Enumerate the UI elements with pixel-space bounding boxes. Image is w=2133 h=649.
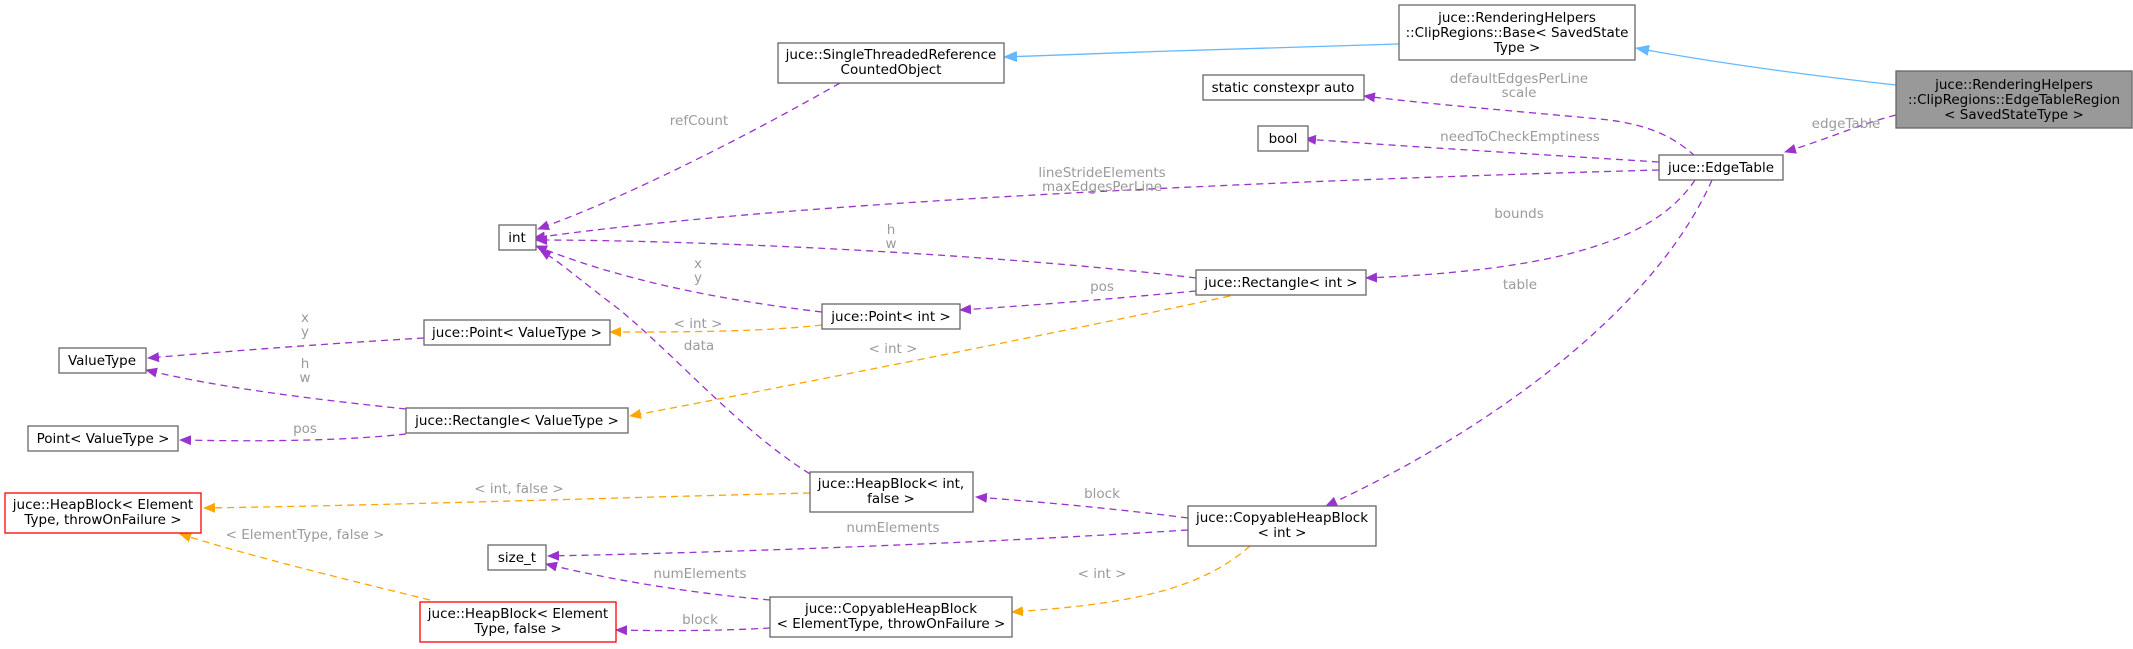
node-point-valuetype[interactable]: juce::Point< ValueType > (423, 319, 611, 346)
node-copyableheapblock-int[interactable]: juce::CopyableHeapBlock< int > (1187, 505, 1377, 547)
node-clipregions-base[interactable]: juce::RenderingHelpers::ClipRegions::Bas… (1398, 4, 1636, 61)
svg-text:static constexpr auto: static constexpr auto (1212, 80, 1355, 96)
node-point-valuetype-plain[interactable]: Point< ValueType > (27, 425, 179, 452)
edge-hw-valuetype (145, 367, 407, 410)
edge-xy-int (535, 245, 823, 313)
node-bool[interactable]: bool (1257, 125, 1309, 152)
svg-text:juce::Rectangle< ValueType >: juce::Rectangle< ValueType > (414, 413, 619, 429)
node-point-int[interactable]: juce::Point< int > (821, 303, 961, 330)
edge-bounds (1365, 179, 1696, 283)
svg-text:bool: bool (1269, 131, 1298, 147)
label-edgetable: edgeTable (1812, 116, 1881, 132)
label-numelements-copyable: numElements (846, 520, 939, 536)
label-pos-rect: pos (1090, 279, 1114, 295)
edge-int-false (203, 492, 811, 513)
svg-text:juce::HeapBlock< int,false >: juce::HeapBlock< int,false > (817, 476, 964, 507)
label-block-copyable: block (1084, 486, 1120, 502)
edge-block-copyable (975, 492, 1189, 519)
node-copyableheapblock-elementtype[interactable]: juce::CopyableHeapBlock< ElementType, th… (769, 596, 1013, 638)
label-int-copyable: < int > (1078, 566, 1127, 582)
edge-data (539, 249, 811, 475)
svg-text:int: int (508, 230, 526, 246)
label-pos-valuetype: pos (293, 421, 317, 437)
label-int-point: < int > (674, 316, 723, 332)
edge-hw-int (535, 235, 1197, 279)
edge-elementtype-false (179, 532, 431, 601)
edge-numelements-element (545, 561, 771, 601)
label-int-rect: < int > (869, 341, 918, 357)
node-int[interactable]: int (498, 224, 537, 251)
svg-text:juce::HeapBlock< ElementType,: juce::HeapBlock< ElementType, throwOnFai… (12, 497, 193, 528)
edge-needtocheck (1304, 134, 1660, 163)
label-table: table (1503, 277, 1537, 293)
node-valuetype[interactable]: ValueType (58, 347, 147, 374)
edge-defaultedges (1363, 92, 1696, 157)
node-rectangle-int[interactable]: juce::Rectangle< int > (1195, 269, 1367, 296)
svg-text:juce::RenderingHelpers::ClipRe: juce::RenderingHelpers::ClipRegions::Bas… (1406, 10, 1629, 56)
svg-text:juce::CopyableHeapBlock< int >: juce::CopyableHeapBlock< int > (1195, 510, 1368, 541)
label-numelements-element: numElements (653, 566, 746, 582)
svg-text:juce::EdgeTable: juce::EdgeTable (1667, 160, 1774, 176)
node-edgetable[interactable]: juce::EdgeTable (1658, 154, 1784, 181)
svg-text:Point< ValueType >: Point< ValueType > (37, 431, 170, 447)
label-needtocheck: needToCheckEmptiness (1440, 129, 1600, 145)
edge-block-element (615, 625, 771, 636)
edge-int-copyable (1011, 545, 1251, 617)
edges (145, 43, 1897, 636)
edge-table (1325, 179, 1713, 507)
edge-int-point (609, 324, 823, 337)
svg-text:juce::Point< int >: juce::Point< int > (830, 309, 950, 325)
label-int-false: < int, false > (474, 481, 564, 497)
label-elementtype-false: < ElementType, false > (226, 527, 385, 543)
inherit-edge-region-base (1635, 44, 1897, 86)
edge-numelements-copyable (547, 529, 1189, 561)
edge-pos-valuetype (179, 433, 407, 446)
svg-text:ValueType: ValueType (68, 353, 136, 369)
svg-text:juce::Point< ValueType >: juce::Point< ValueType > (431, 325, 602, 341)
label-block-element: block (682, 612, 718, 628)
node-heapblock-int-false[interactable]: juce::HeapBlock< int,false > (809, 471, 974, 513)
edge-xy-valuetype (147, 337, 425, 363)
label-bounds: bounds (1494, 206, 1544, 222)
edge-int-rect (629, 295, 1231, 419)
edge-refcount (537, 82, 841, 231)
label-refcount: refCount (670, 113, 728, 129)
edge-pos-rect (959, 290, 1197, 315)
svg-text:size_t: size_t (498, 550, 536, 566)
node-size-t[interactable]: size_t (487, 544, 547, 571)
nodes: juce::RenderingHelpers::ClipRegions::Edg… (4, 4, 2133, 643)
inherit-edge-base-singlethreaded (1003, 43, 1400, 63)
svg-text:juce::Rectangle< int >: juce::Rectangle< int > (1203, 275, 1357, 291)
svg-text:juce::HeapBlock< ElementType,: juce::HeapBlock< ElementType, false > (427, 606, 608, 637)
svg-text:juce::RenderingHelpers::ClipRe: juce::RenderingHelpers::ClipRegions::Edg… (1908, 77, 2120, 123)
node-static-constexpr-auto[interactable]: static constexpr auto (1202, 74, 1365, 101)
svg-text:juce::CopyableHeapBlock< Eleme: juce::CopyableHeapBlock< ElementType, th… (777, 601, 1006, 632)
node-edgetableregion[interactable]: juce::RenderingHelpers::ClipRegions::Edg… (1895, 70, 2133, 129)
node-rectangle-valuetype[interactable]: juce::Rectangle< ValueType > (405, 407, 629, 434)
label-data: data (684, 338, 714, 354)
